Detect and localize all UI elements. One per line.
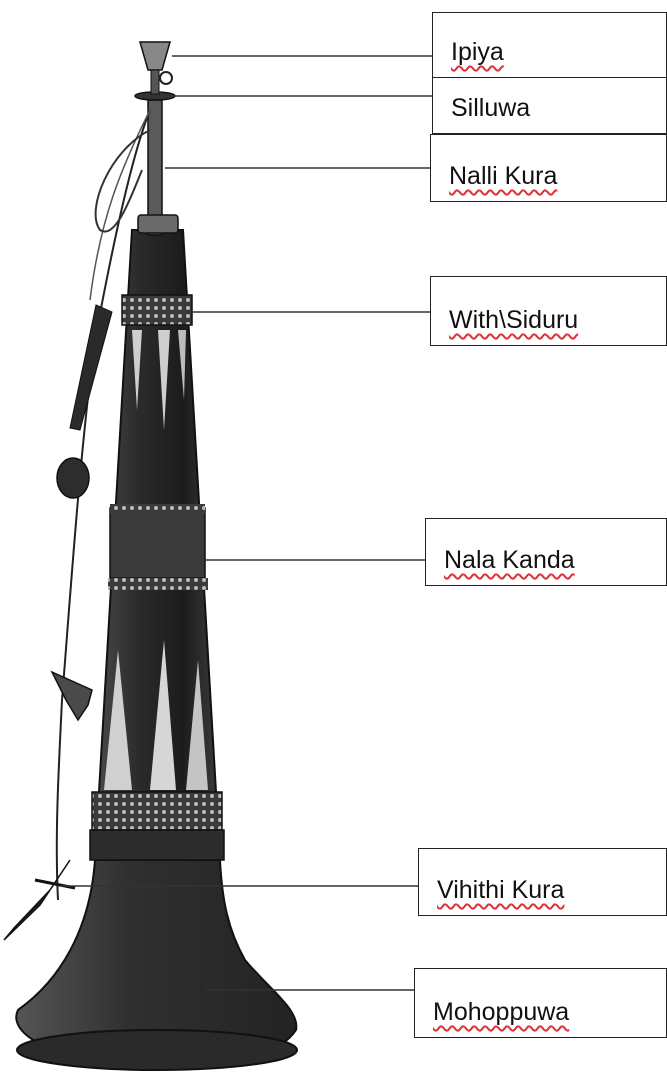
label-mohoppuwa-text: Mohoppuwa [433,998,569,1027]
ipiya-stem [151,70,159,94]
middle-band-dots-bottom [108,578,208,590]
lower-band-base [90,830,224,860]
label-vihithi-kura: Vihithi Kura [418,848,667,916]
bell-rim [17,1030,297,1070]
tassel-1 [70,305,112,430]
neck-collar [138,215,178,233]
small-leaf [4,860,70,940]
label-silluwa: Silluwa [432,78,667,134]
label-silluwa-text: Silluwa [451,94,530,123]
label-nalli-kura: Nalli Kura [430,134,667,202]
lower-band [92,792,222,830]
label-nalli-kura-text: Nalli Kura [449,162,557,191]
label-with-siduru-text: With\Siduru [449,306,578,335]
label-ipiya: Ipiya [432,12,667,78]
label-with-siduru: With\Siduru [430,276,667,346]
middle-band-dots-top [110,504,205,514]
label-vihithi-kura-text: Vihithi Kura [437,876,564,905]
tassel-2 [52,672,92,720]
label-nala-kanda-text: Nala Kanda [444,546,575,575]
ipiya-ring [160,72,172,84]
siduru-band [122,295,192,325]
label-mohoppuwa: Mohoppuwa [414,968,667,1038]
label-nala-kanda: Nala Kanda [425,518,667,586]
label-ipiya-text: Ipiya [451,38,504,67]
bead-1 [57,458,89,498]
ipiya-reed [140,42,170,70]
middle-band [110,508,205,578]
